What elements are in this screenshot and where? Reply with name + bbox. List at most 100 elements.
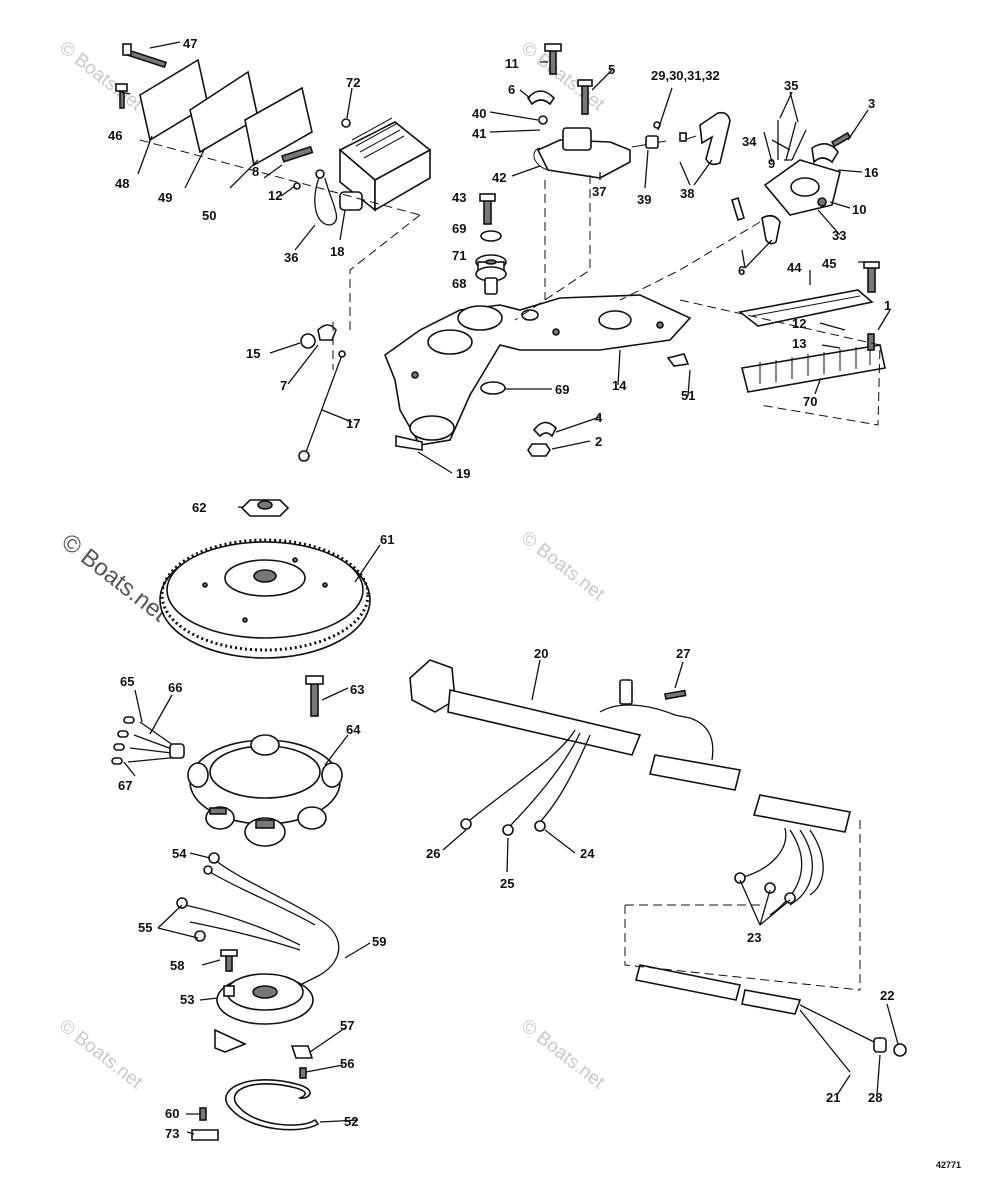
callout-label: 56 [340, 1056, 354, 1071]
callout-label: 29,30,31,32 [651, 68, 720, 83]
mounting-bracket [384, 294, 692, 446]
callout-label: 12 [268, 188, 282, 203]
callout-label: 53 [180, 992, 194, 1007]
grommet-part [475, 254, 507, 282]
washer-part [480, 381, 506, 395]
spark-plug-boot [699, 111, 731, 166]
callout-label: 25 [500, 876, 514, 891]
watermark: © Boats.net [517, 1015, 609, 1093]
screw-part [549, 47, 557, 75]
callout-label: 50 [202, 208, 216, 223]
callout-label: 4 [595, 410, 603, 425]
callout-label: 28 [868, 1090, 882, 1105]
callout-label: 12 [792, 316, 806, 331]
callout-label: 17 [346, 416, 360, 431]
callout-label: 42 [492, 170, 506, 185]
callout-label: 73 [165, 1126, 179, 1141]
callout-label: 34 [742, 134, 757, 149]
callout-label: 23 [747, 930, 761, 945]
callout-label: 52 [344, 1114, 358, 1129]
screw-part [122, 43, 168, 69]
callout-label: 48 [115, 176, 129, 191]
callout-label: 72 [346, 75, 360, 90]
callout-label: 13 [792, 336, 806, 351]
callout-label: 67 [118, 778, 132, 793]
screw-part [867, 265, 876, 293]
watermark: © Boats.net [55, 37, 147, 115]
clamp-part [761, 214, 781, 245]
callout-label: 44 [787, 260, 802, 275]
callout-label: 60 [165, 1106, 179, 1121]
callout-label: 43 [452, 190, 466, 205]
flywheel [159, 538, 371, 659]
callout-label: 58 [170, 958, 184, 973]
watermark: © Boats.net [56, 528, 172, 627]
callout-label: 62 [192, 500, 206, 515]
callout-label: 47 [183, 36, 197, 51]
screw-part [300, 333, 316, 349]
callout-label: 37 [592, 184, 606, 199]
callout-label: 10 [852, 202, 866, 217]
bolt-part [483, 197, 492, 225]
callout-label: 5 [608, 62, 615, 77]
leader-lines [119, 41, 899, 1135]
power-pack [338, 117, 432, 212]
callout-label: 66 [168, 680, 182, 695]
callout-label: 19 [456, 466, 470, 481]
callout-label: 46 [108, 128, 122, 143]
callout-label: 9 [768, 156, 775, 171]
screw-part [310, 681, 319, 717]
sleeve-part [484, 277, 498, 295]
clamp-part [811, 143, 839, 164]
callout-label: 45 [822, 256, 836, 271]
clamp-part [532, 421, 557, 438]
timer-base [214, 973, 314, 1053]
screw-part [115, 83, 128, 109]
callout-label: 33 [832, 228, 846, 243]
flywheel-nut [240, 499, 290, 517]
retaining-ring [225, 1078, 320, 1131]
callout-labels: 47 46 48 49 50 72 8 12 36 18 11 5 6 40 4… [108, 36, 894, 1141]
clip-part [290, 1045, 314, 1059]
assembly-lines [624, 820, 861, 991]
callout-label: 55 [138, 920, 152, 935]
callout-label: 63 [350, 682, 364, 697]
callout-label: 39 [637, 192, 651, 207]
washer-part [480, 230, 502, 242]
callout-label: 57 [340, 1018, 354, 1033]
callout-label: 69 [555, 382, 569, 397]
clip-part [395, 434, 423, 451]
clamp-part [731, 196, 745, 222]
callout-label: 64 [346, 722, 361, 737]
callout-label: 51 [681, 388, 695, 403]
callout-label: 41 [472, 126, 486, 141]
callout-label: 69 [452, 221, 466, 236]
callout-label: 68 [452, 276, 466, 291]
terminal-block [741, 344, 886, 393]
ground-strap [305, 354, 343, 453]
clamp-part [526, 90, 556, 106]
callout-label: 20 [534, 646, 548, 661]
callout-label: 16 [864, 165, 878, 180]
callout-label: 2 [595, 434, 602, 449]
callout-label: 22 [880, 988, 894, 1003]
power-pack-group [115, 43, 432, 226]
callout-label: 49 [158, 190, 172, 205]
screw-part [280, 145, 314, 163]
mounting-plate [244, 86, 313, 167]
callout-label: 14 [612, 378, 627, 393]
callout-label: 3 [868, 96, 875, 111]
callout-label: 21 [826, 1090, 840, 1105]
ground-wire [314, 174, 338, 226]
clip-part [666, 353, 690, 367]
assembly-lines [139, 139, 881, 426]
nut-part [527, 443, 551, 457]
callout-label: 54 [172, 846, 187, 861]
callout-label: 38 [680, 186, 694, 201]
callout-label: 40 [472, 106, 486, 121]
callout-label: 70 [803, 394, 817, 409]
lead-wires [763, 120, 807, 163]
callout-label: 27 [676, 646, 690, 661]
